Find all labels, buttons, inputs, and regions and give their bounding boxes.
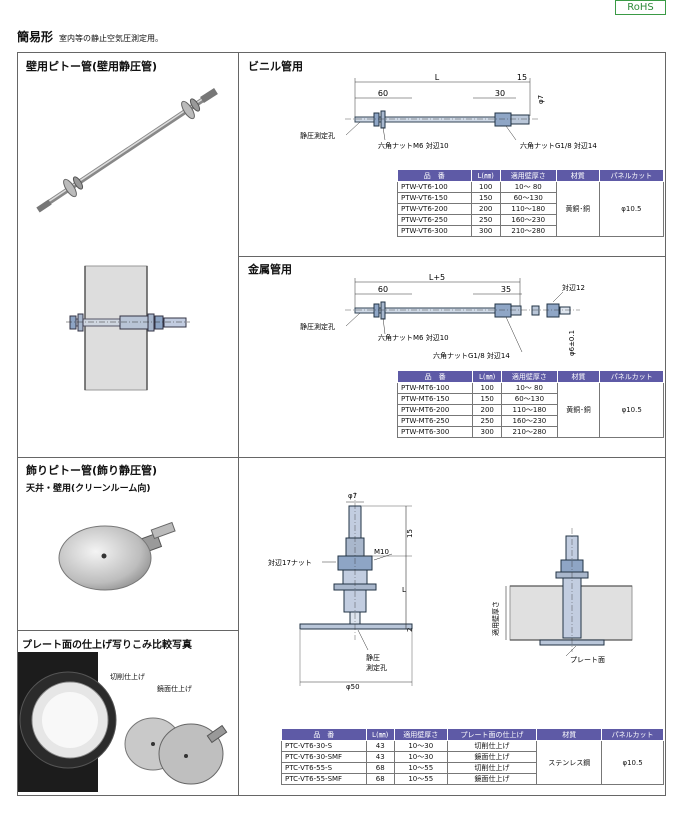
dim-m10: M10 (374, 548, 389, 556)
deco-drawing: φ7 15 L 2 M10 対辺17ナット 静圧 測定孔 φ50 適用壁厚さ プ… (268, 492, 633, 691)
dim-15: 15 (517, 73, 527, 82)
label-plate: プレート面 (570, 656, 605, 664)
content-frame (17, 52, 666, 796)
deco-section-title: 飾りピトー管(飾り静圧管) (26, 464, 158, 477)
label-hole: 静圧測定孔 (300, 131, 335, 140)
wall-pitot-photo (36, 88, 218, 213)
label-nut2: 六角ナットG1/8 対辺14 (520, 141, 597, 150)
vinyl-section-title: ビニル管用 (248, 60, 303, 73)
dim-phi6: φ6±0.1 (568, 330, 576, 356)
dim-2: 2 (406, 628, 414, 632)
photo-label-mirror: 鏡面仕上げ (157, 685, 192, 693)
dim-30: 30 (495, 89, 505, 98)
label-nut1: 六角ナットM6 対辺10 (378, 333, 449, 342)
dim-phi7: φ7 (537, 95, 545, 104)
dim-L: L (435, 73, 440, 82)
divider-wall-deco (17, 457, 666, 458)
dim-35: 35 (501, 285, 511, 294)
label-nut2: 六角ナットG1/8 対辺14 (433, 351, 510, 360)
divider-vertical (238, 52, 239, 796)
deco-section-subtitle: 天井・壁用(クリーンルーム向) (26, 484, 151, 494)
label-hole2: 測定孔 (366, 663, 387, 672)
dim-60: 60 (378, 285, 388, 294)
dim-w12: 対辺12 (562, 283, 585, 292)
dim-L5: L+5 (429, 273, 445, 282)
label-nut1: 六角ナットM6 対辺10 (378, 141, 449, 150)
dim-L: L (402, 586, 406, 594)
metal-section-title: 金属管用 (248, 263, 292, 276)
label-wall: 適用壁厚さ (491, 601, 500, 636)
page-title: 簡易形室内等の静止空気圧測定用。 (17, 30, 164, 44)
compare-photo (18, 652, 228, 792)
wall-section-title: 壁用ピトー管(壁用静圧管) (26, 60, 158, 73)
wall-mount-diagram (66, 265, 190, 391)
label-hole: 静圧測定孔 (300, 322, 335, 331)
divider-vinyl-metal (238, 256, 666, 257)
rohs-badge: RoHS (615, 0, 666, 15)
dim-60: 60 (378, 89, 388, 98)
page-subtitle: 室内等の静止空気圧測定用。 (59, 34, 164, 43)
photo-label-cut: 切削仕上げ (110, 673, 145, 681)
deco-pitot-photo (58, 521, 176, 591)
metal-drawing: L+5 60 35 対辺12 φ6±0.1 静圧測定孔 六角ナットM6 対辺10… (300, 273, 585, 360)
dim-15: 15 (406, 529, 414, 538)
compare-title: プレート面の仕上げ写りこみ比較写真 (22, 640, 192, 651)
dim-phi50: φ50 (346, 683, 360, 691)
vinyl-drawing: L 15 60 30 φ7 静圧測定孔 六角ナットM6 対辺10 六角ナットG1… (300, 73, 597, 150)
label-hole1: 静圧 (366, 653, 380, 662)
dim-phi7: φ7 (348, 492, 357, 500)
label-nut: 対辺17ナット (268, 558, 312, 567)
divider-compare (17, 630, 238, 631)
